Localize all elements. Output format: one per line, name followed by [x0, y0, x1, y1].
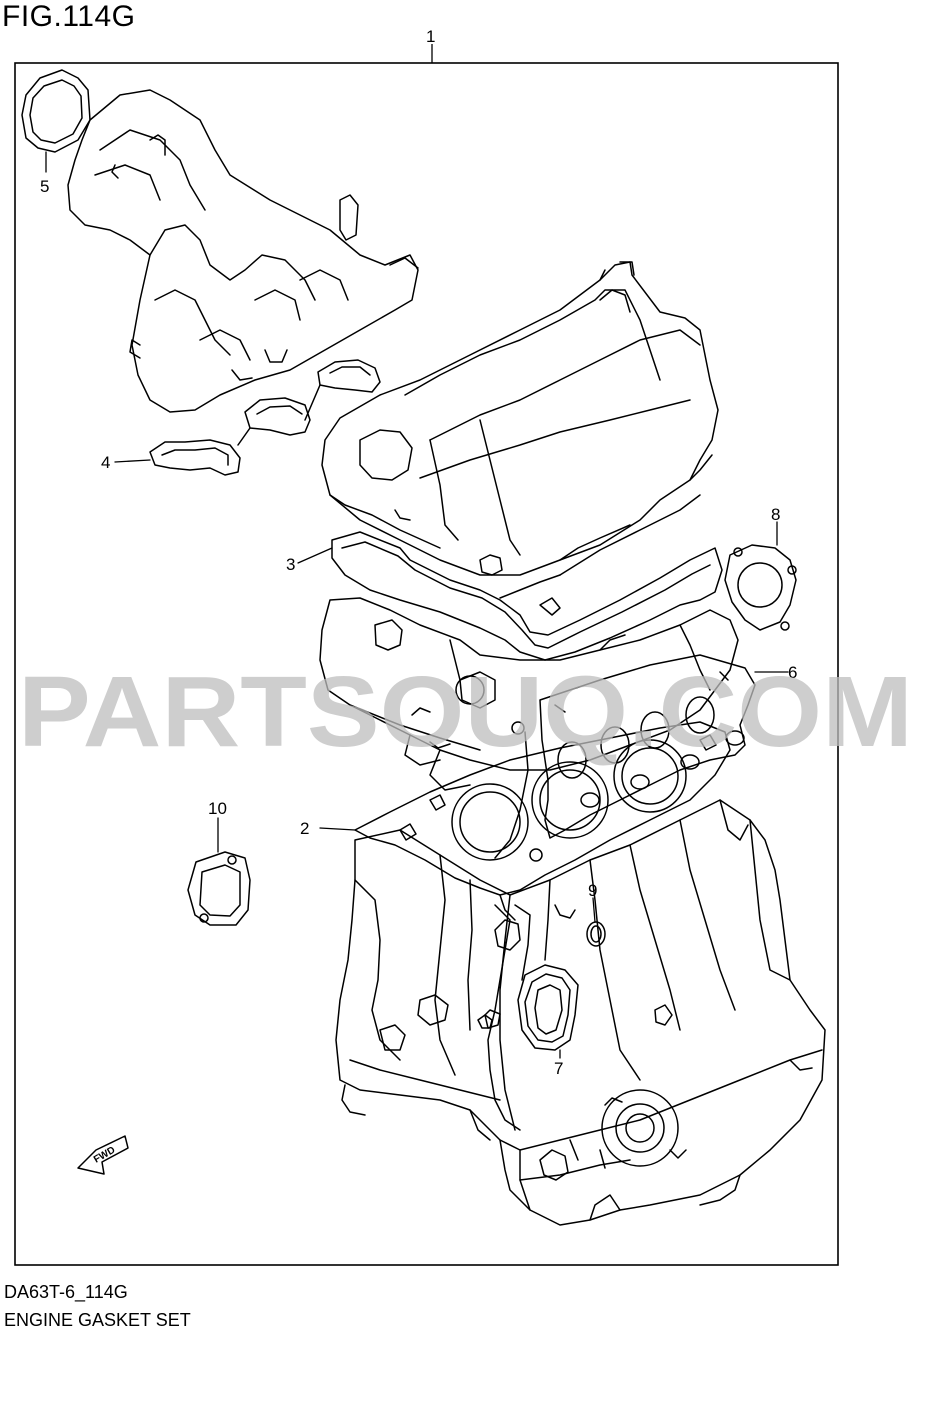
callout-9: 9 [588, 881, 597, 900]
callout-10: 10 [208, 799, 227, 818]
water-inlet-gasket [517, 964, 579, 1051]
intake-manifold-gasket [149, 359, 381, 476]
gasket-set-frame [14, 62, 839, 1266]
callout-3: 3 [286, 555, 295, 574]
o-ring-gasket [586, 921, 606, 947]
figure-name: ENGINE GASKET SET [4, 1310, 191, 1330]
callout-numbers: 1 2 3 4 5 6 7 8 9 10 [40, 27, 797, 1078]
callout-4: 4 [101, 453, 110, 472]
forward-label: FWD [92, 1145, 117, 1166]
callout-8: 8 [771, 505, 780, 524]
callout-2: 2 [300, 819, 309, 838]
cylinder-head-gasket [354, 721, 731, 921]
figure-title: FIG.114G [2, 0, 136, 33]
timing-cover [477, 904, 531, 1131]
intake-manifold [67, 89, 419, 413]
forward-arrow-icon [77, 1135, 129, 1175]
figure-code: DA63T-6_114G [4, 1282, 128, 1302]
callout-5: 5 [40, 177, 49, 196]
callout-6: 6 [788, 663, 797, 682]
watermark-text: PARTSOUQ.COM [18, 656, 913, 768]
callout-7: 7 [554, 1059, 563, 1078]
head-cover-gasket [331, 494, 723, 661]
cylinder-head [319, 597, 739, 791]
callout-1: 1 [426, 27, 435, 46]
exhaust-manifold-gasket [539, 654, 756, 839]
cylinder-head-cover [321, 261, 719, 576]
oil-filter-adapter [601, 1089, 687, 1167]
turbo-gasket [724, 544, 797, 631]
throttle-body-gasket [21, 69, 91, 153]
water-outlet-gasket [187, 851, 251, 926]
cylinder-block [335, 799, 826, 1226]
